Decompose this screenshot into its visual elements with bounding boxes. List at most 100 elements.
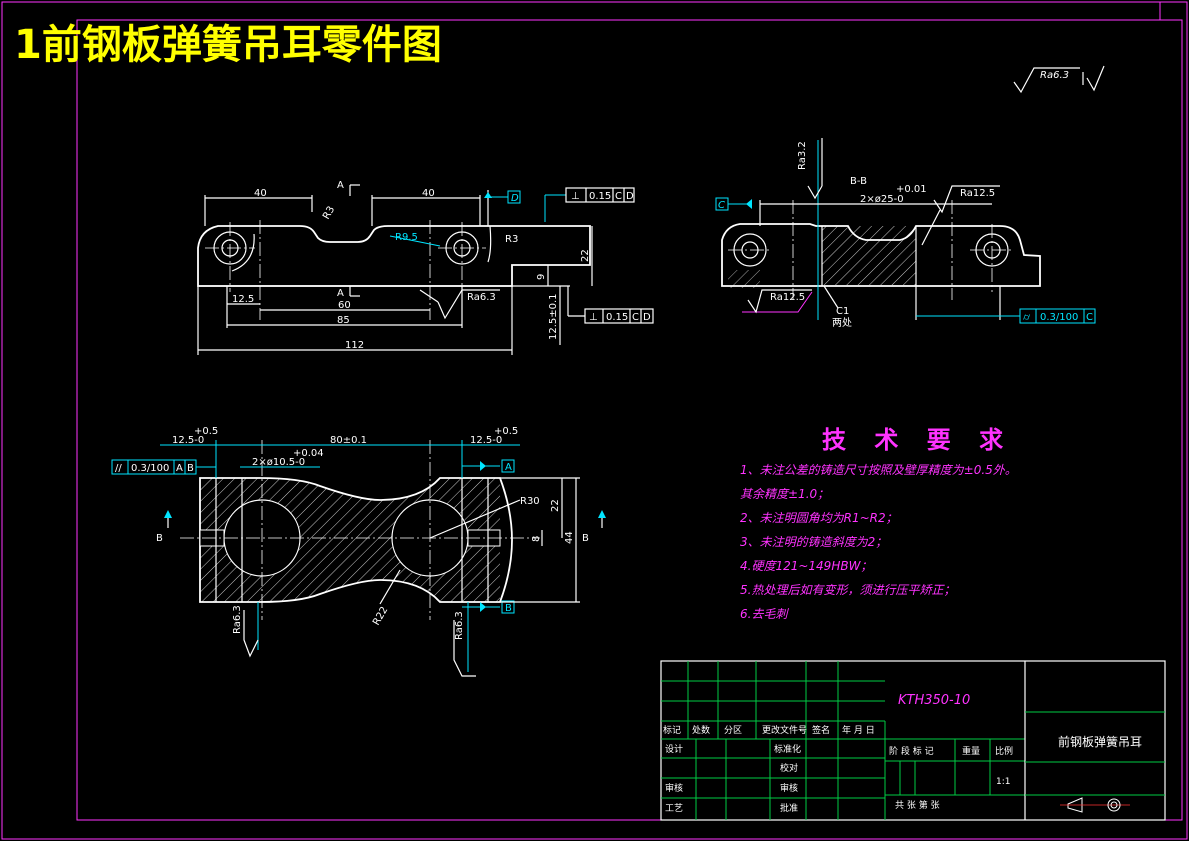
- svg-text:设计: 设计: [665, 743, 683, 755]
- svg-text:R3: R3: [321, 204, 337, 221]
- svg-text:B: B: [505, 603, 512, 614]
- svg-text:2×ø10.5-0: 2×ø10.5-0: [252, 457, 305, 468]
- svg-text:分区: 分区: [724, 725, 742, 736]
- svg-text://: //: [115, 463, 122, 474]
- svg-text:22: 22: [550, 499, 561, 512]
- svg-text:80±0.1: 80±0.1: [330, 435, 367, 446]
- svg-text:B: B: [156, 533, 163, 544]
- svg-text:C1: C1: [836, 306, 849, 317]
- projection-symbol: [1060, 797, 1130, 813]
- svg-text:+0.01: +0.01: [896, 184, 927, 195]
- svg-text:12.5±0.1: 12.5±0.1: [548, 293, 559, 340]
- svg-text:B: B: [582, 533, 589, 544]
- svg-text:比例: 比例: [995, 745, 1013, 757]
- svg-text:D: D: [643, 312, 651, 323]
- svg-text:R9.5: R9.5: [395, 232, 418, 243]
- svg-text:共 张 第 张: 共 张 第 张: [895, 799, 940, 811]
- svg-text:审核: 审核: [665, 782, 683, 794]
- svg-text:0.3/100: 0.3/100: [131, 463, 169, 474]
- drawing-title: 1前钢板弹簧吊耳零件图: [14, 22, 442, 68]
- fcf-bottom: ⊥ 0.15 C D: [584, 308, 654, 324]
- front-view: 40 40 R3 R3 R9.5 A A D ⊥ 0.15 C: [197, 180, 654, 355]
- tech-req-line: 2、未注明圆角均为R1~R2；: [740, 511, 898, 525]
- tech-req-line: 6.去毛刺: [740, 607, 789, 621]
- svg-text:Ra12.5: Ra12.5: [960, 188, 995, 199]
- fcf-plan: // 0.3/100 A B: [111, 459, 197, 475]
- svg-text:40: 40: [422, 188, 435, 199]
- corner-roughness-symbol: Ra6.3: [1013, 65, 1105, 94]
- svg-text:更改文件号: 更改文件号: [762, 724, 807, 736]
- tech-req-line: 4.硬度121~149HBW；: [740, 559, 872, 573]
- svg-text:C: C: [718, 200, 725, 211]
- svg-text:Ra6.3: Ra6.3: [1040, 70, 1069, 81]
- svg-text:阶 段 标 记: 阶 段 标 记: [889, 745, 934, 757]
- svg-text:D: D: [511, 193, 519, 204]
- svg-text:C: C: [1086, 312, 1093, 323]
- svg-text:标记: 标记: [663, 724, 681, 736]
- svg-text:两处: 两处: [832, 317, 852, 329]
- svg-text:重量: 重量: [962, 745, 980, 757]
- svg-text:44: 44: [564, 531, 575, 544]
- svg-text:处数: 处数: [692, 724, 710, 736]
- svg-text:B-B: B-B: [850, 176, 867, 187]
- fcf-section: ⌭ 0.3/100 C: [1019, 308, 1096, 324]
- svg-text:⊥: ⊥: [571, 191, 580, 202]
- tech-req-line: 1、未注公差的铸造尺寸按照及壁厚精度为±0.5外。: [740, 463, 1017, 477]
- svg-text:A: A: [337, 180, 344, 191]
- svg-text:校对: 校对: [780, 762, 798, 774]
- svg-text:R30: R30: [520, 496, 540, 507]
- svg-text:Ra12.5: Ra12.5: [770, 292, 805, 303]
- svg-text:⌭: ⌭: [1023, 312, 1031, 323]
- svg-text:+0.5: +0.5: [494, 426, 518, 437]
- svg-text:1:1: 1:1: [996, 777, 1010, 787]
- part-code: KTH350-10: [898, 693, 970, 708]
- svg-text:C: C: [615, 191, 622, 202]
- svg-text:工艺: 工艺: [665, 803, 683, 814]
- tech-req-heading: 技 术 要 求: [822, 426, 1013, 454]
- svg-text:60: 60: [338, 300, 351, 311]
- inner-frame: [76, 19, 1183, 821]
- svg-text:0.3/100: 0.3/100: [1040, 312, 1078, 323]
- svg-text:Ra3.2: Ra3.2: [797, 141, 808, 170]
- svg-text:A: A: [337, 288, 344, 299]
- front-view-outline: [197, 225, 591, 287]
- svg-text:12.5-0: 12.5-0: [172, 435, 204, 446]
- svg-text:C: C: [632, 312, 639, 323]
- svg-text:A: A: [505, 462, 512, 473]
- svg-text:0.15: 0.15: [589, 191, 611, 202]
- svg-text:Ra6.3: Ra6.3: [232, 605, 243, 634]
- svg-text:B: B: [187, 463, 194, 474]
- svg-text:8: 8: [531, 536, 542, 542]
- svg-text:12.5-0: 12.5-0: [470, 435, 502, 446]
- fcf-top: ⊥ 0.15 C D: [565, 187, 635, 203]
- svg-text:A: A: [176, 463, 183, 474]
- tech-req-line: 5.热处理后如有变形，须进行压平矫正；: [740, 583, 955, 597]
- title-block: KTH350-10 前钢板弹簧吊耳 标记 处数 分区 更改文件号 签名 年 月 …: [660, 660, 1166, 821]
- svg-text:Ra6.3: Ra6.3: [467, 292, 496, 303]
- plan-view: +0.5 12.5-0 +0.5 12.5-0 80±0.1 +0.04 2×ø…: [111, 426, 606, 677]
- tech-req-line: 3、未注明的铸造斜度为2；: [740, 535, 887, 549]
- technical-requirements: 技 术 要 求 1、未注公差的铸造尺寸按照及壁厚精度为±0.5外。 其余精度±1…: [740, 426, 1017, 621]
- svg-text:2×ø25-0: 2×ø25-0: [860, 194, 904, 205]
- svg-text:40: 40: [254, 188, 267, 199]
- section-view: B-B +0.01 2×ø25-0 C Ra3.2 Ra12.5 Ra12.5 …: [715, 138, 1096, 329]
- svg-text:年 月 日: 年 月 日: [842, 724, 875, 736]
- tech-req-line: 其余精度±1.0；: [740, 487, 829, 501]
- svg-text:12.5: 12.5: [232, 294, 254, 305]
- svg-text:85: 85: [337, 315, 350, 326]
- svg-text:R22: R22: [371, 605, 390, 628]
- part-name: 前钢板弹簧吊耳: [1058, 734, 1142, 749]
- svg-text:批准: 批准: [780, 802, 798, 814]
- svg-text:审核: 审核: [780, 782, 798, 794]
- svg-text:标准化: 标准化: [774, 743, 801, 755]
- svg-text:D: D: [626, 191, 634, 202]
- svg-text:签名: 签名: [812, 724, 830, 736]
- svg-text:9: 9: [536, 274, 547, 280]
- svg-text:+0.5: +0.5: [194, 426, 218, 437]
- svg-text:⊥: ⊥: [589, 312, 598, 323]
- svg-text:0.15: 0.15: [606, 312, 628, 323]
- svg-text:+0.04: +0.04: [293, 448, 324, 459]
- svg-text:Ra6.3: Ra6.3: [454, 611, 465, 640]
